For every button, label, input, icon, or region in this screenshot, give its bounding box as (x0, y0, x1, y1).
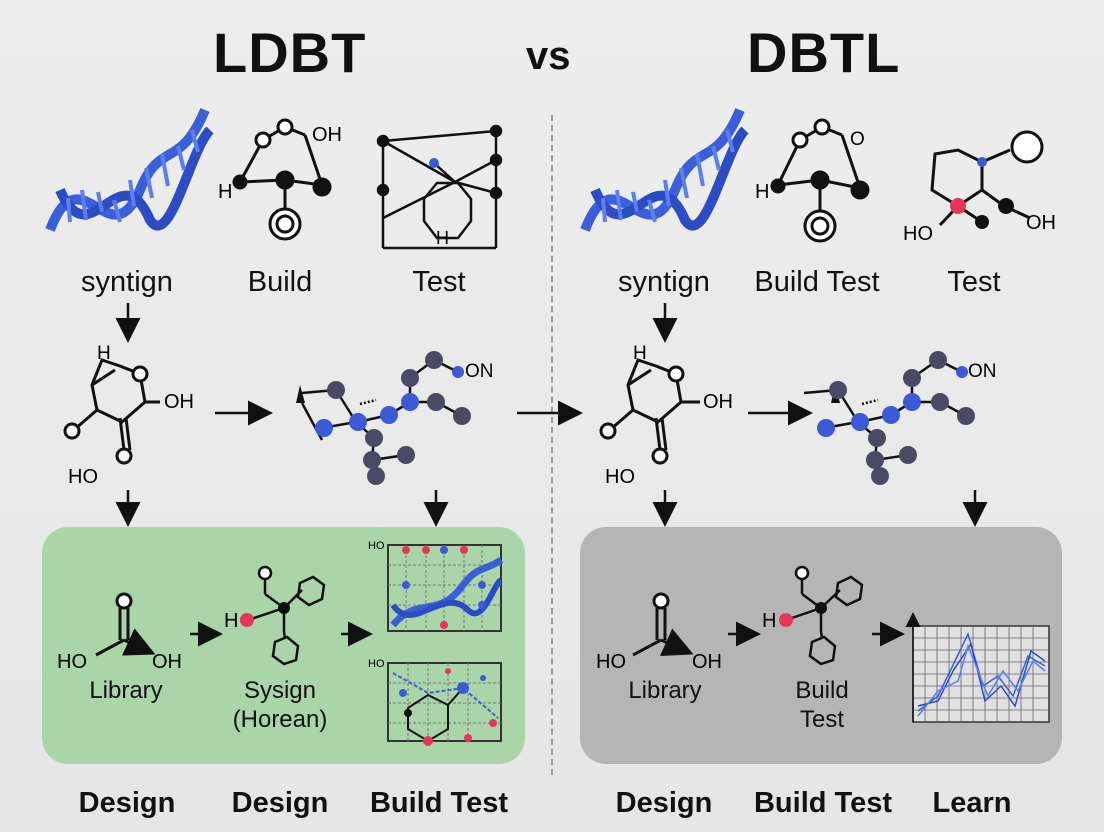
grid-plot-top-icon (387, 544, 504, 632)
atom-oh6: OH (692, 651, 722, 673)
atom-oh2: OH (1026, 212, 1056, 234)
atom-oh: OH (312, 124, 342, 146)
right-bottom-label-2: Build Test (753, 787, 893, 819)
right-top-label-3: Test (947, 266, 1001, 298)
left-bottom-label-3: Build Test (369, 787, 509, 819)
vs-label: vs (526, 34, 571, 78)
atom-ho5: HO (368, 540, 385, 552)
build-molecule-icon (232, 118, 332, 241)
ring-molecule-icon (63, 358, 160, 465)
atom-ho6: HO (368, 658, 385, 670)
atom-ho3: HO (605, 466, 635, 488)
left-top-label-3: Test (412, 266, 466, 298)
atom-oh5: OH (152, 651, 182, 673)
library-acid-icon (95, 592, 156, 657)
atom-ho: HO (903, 223, 933, 245)
left-bottom-label-1: Design (78, 787, 176, 819)
ring-molecule-icon-right (599, 358, 700, 465)
atom-h6: H (224, 610, 238, 632)
atom-oh4: OH (703, 391, 733, 413)
atom-ho4: HO (57, 651, 87, 673)
sysign-molecule-icon (247, 565, 326, 666)
build-molecule-icon-right (770, 118, 870, 243)
test-molecule-icon (376, 124, 503, 250)
atom-on: ON (465, 361, 494, 382)
center-divider (551, 115, 553, 775)
left-title: LDBT (213, 21, 367, 84)
right-top-label-2: Build Test (754, 266, 880, 298)
right-panel-label-library: Library (628, 677, 702, 704)
dna-helix-icon-right (580, 108, 749, 232)
atom-h: H (218, 181, 232, 203)
flow-arrows (115, 303, 988, 527)
atom-ho7: HO (596, 651, 626, 673)
test-ring-molecule-icon (930, 130, 1044, 229)
left-panel-label-library: Library (89, 677, 163, 704)
right-panel-label-build-test: Build Test (795, 677, 849, 733)
atom-oh3: OH (164, 391, 194, 413)
atom-h4: H (97, 343, 111, 364)
right-bottom-label-1: Design (615, 787, 713, 819)
right-title: DBTL (747, 21, 901, 84)
atom-h7: H (762, 610, 776, 632)
atom-o: O (850, 129, 865, 150)
left-bottom-label-2: Design (231, 787, 329, 819)
atom-ho2: HO (68, 466, 98, 488)
atom-h5: H (633, 343, 647, 364)
grid-plot-bottom-icon (387, 662, 502, 746)
atom-h3: H (755, 181, 769, 203)
library-acid-icon-right (632, 592, 694, 657)
right-top-label-1: syntign (618, 266, 710, 298)
right-bottom-label-3: Learn (932, 787, 1012, 819)
left-top-label-1: syntign (81, 266, 173, 298)
build-test-molecule-icon (785, 565, 864, 666)
dna-helix-icon (45, 108, 214, 232)
left-panel-label-sysign: Sysign (Horean) (232, 677, 328, 733)
learn-grid-chart-icon (912, 625, 1050, 723)
chain-atoms-right (817, 351, 975, 485)
atom-h2: H (436, 228, 449, 248)
atom-on2: ON (968, 361, 997, 382)
left-top-label-2: Build (247, 266, 313, 298)
chain-atoms (296, 351, 471, 485)
